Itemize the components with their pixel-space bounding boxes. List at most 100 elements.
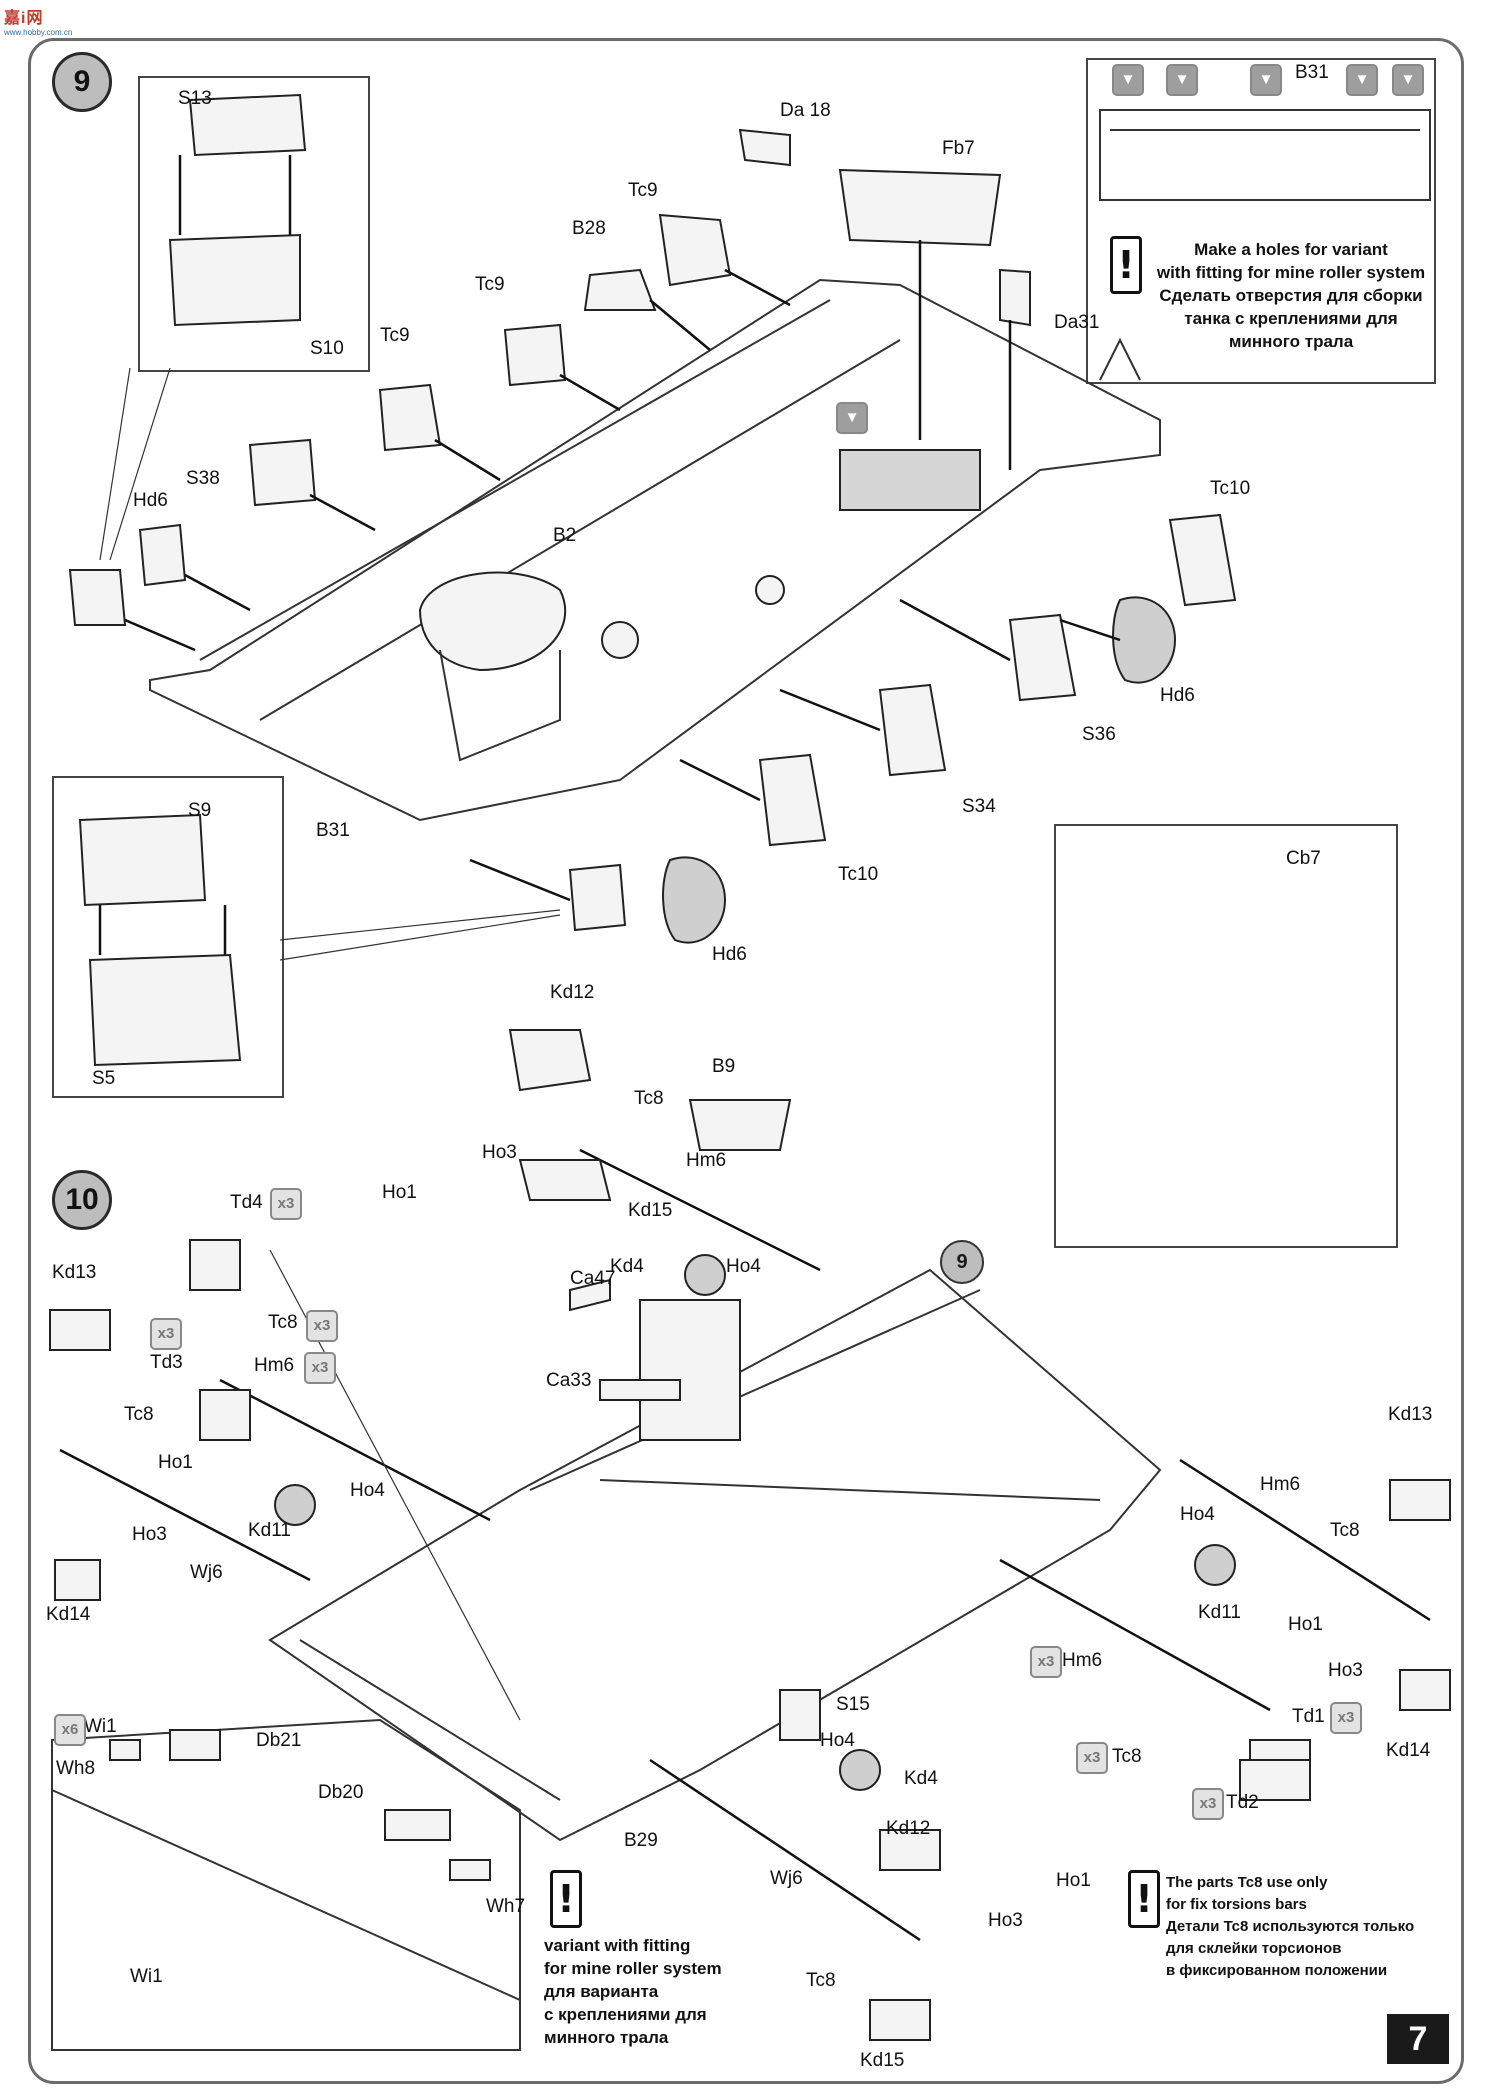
- label-kd4-1: Kd4: [610, 1256, 644, 1277]
- note-line: танка с креплениями для: [1184, 309, 1398, 328]
- exclamation-icon: !: [1110, 236, 1142, 294]
- label-db21: Db21: [256, 1730, 302, 1751]
- label-db20: Db20: [318, 1782, 364, 1803]
- label-b28: B28: [572, 218, 606, 239]
- label-kd14-1: Kd14: [46, 1604, 91, 1625]
- label-ho3-2: Ho3: [132, 1524, 167, 1545]
- label-s13: S13: [178, 88, 212, 109]
- hull-step10: [268, 1099, 1162, 1842]
- qty-badge-td3: x3: [150, 1318, 182, 1350]
- exclamation-icon: !: [550, 1870, 582, 1928]
- label-s15: S15: [836, 1694, 870, 1715]
- qty-badge-tc8-right: x3: [1076, 1742, 1108, 1774]
- drill-hole-icon: ▼: [1166, 64, 1198, 96]
- note-line: в фиксированном положении: [1166, 1962, 1388, 1979]
- label-ho3-4: Ho3: [988, 1910, 1023, 1931]
- label-tc10-2: Tc10: [838, 864, 879, 885]
- label-ho4-4: Ho4: [820, 1730, 855, 1751]
- label-tc8-3: Tc8: [124, 1404, 154, 1425]
- note-line: for mine roller system: [544, 1959, 722, 1978]
- label-hm6-4: Hm6: [1062, 1650, 1103, 1671]
- label-td3: Td3: [150, 1352, 183, 1373]
- label-ho1-4: Ho1: [1056, 1870, 1091, 1891]
- label-kd14-2: Kd14: [1386, 1740, 1431, 1761]
- qty-badge-td4: x3: [270, 1188, 302, 1220]
- label-da18: Da 18: [780, 100, 831, 121]
- label-tc10-1: Tc10: [1210, 478, 1251, 499]
- label-tc8-2: Tc8: [268, 1312, 298, 1333]
- arrows-step9: [98, 155, 1121, 961]
- label-ca47: Ca47: [570, 1268, 616, 1289]
- qty-badge-td1: x3: [1330, 1702, 1362, 1734]
- label-kd15-1: Kd15: [628, 1200, 673, 1221]
- label-da31: Da31: [1054, 312, 1100, 333]
- label-ho1-3: Ho1: [1288, 1614, 1323, 1635]
- qty-badge-hm6-left: x3: [304, 1352, 336, 1384]
- drill-hole-icon: ▼: [836, 402, 868, 434]
- label-kd13-1: Kd13: [52, 1262, 97, 1283]
- note-variant-mine-roller: variant with fitting for mine roller sys…: [544, 1934, 722, 2049]
- label-hd6-3: Hd6: [712, 944, 747, 965]
- drill-hole-icon: ▼: [1392, 64, 1424, 96]
- note-line: с креплениями для: [544, 2005, 707, 2024]
- label-td2: Td2: [1226, 1792, 1259, 1813]
- hull-step9: [149, 278, 1161, 822]
- note-line: variant with fitting: [544, 1936, 691, 1955]
- note-tc8-torsion-bars: The parts Tc8 use only for fix torsions …: [1166, 1872, 1414, 1982]
- label-ho4-1: Ho4: [726, 1256, 761, 1277]
- exclamation-icon: !: [1128, 1870, 1160, 1928]
- label-tc9-3: Tc9: [380, 325, 410, 346]
- label-kd15-2: Kd15: [860, 2050, 905, 2071]
- label-ho3-3: Ho3: [1328, 1660, 1363, 1681]
- note-line: для варианта: [544, 1982, 659, 2001]
- note-line: with fitting for mine roller system: [1156, 263, 1426, 282]
- label-b31: B31: [316, 820, 350, 841]
- note-line: Make a holes for variant: [1194, 240, 1388, 259]
- note-line: for fix torsions bars: [1166, 1896, 1307, 1913]
- label-kd11-2: Kd11: [1198, 1602, 1241, 1623]
- qty-badge-hm6-right: x3: [1030, 1646, 1062, 1678]
- page-frame: [28, 38, 1464, 2084]
- parts-step9: [68, 93, 1237, 1067]
- label-b31-inset: B31: [1295, 62, 1329, 83]
- logo-text: 嘉i网: [4, 10, 44, 27]
- note-mine-roller-holes: Make a holes for variant with fitting fo…: [1146, 238, 1436, 353]
- label-s36: S36: [1082, 724, 1116, 745]
- label-kd12-2: Kd12: [886, 1818, 931, 1839]
- label-ho4-3: Ho4: [1180, 1504, 1215, 1525]
- label-s9: S9: [188, 800, 212, 821]
- label-ca33: Ca33: [546, 1370, 592, 1391]
- label-kd12-1: Kd12: [550, 982, 595, 1003]
- label-hm6-1: Hm6: [686, 1150, 727, 1171]
- step-9-reference: 9: [940, 1240, 984, 1284]
- label-wi1-2: Wi1: [130, 1966, 163, 1987]
- label-hd6-1: Hd6: [133, 490, 168, 511]
- label-s5: S5: [92, 1068, 116, 1089]
- drill-hole-icon: ▼: [1250, 64, 1282, 96]
- label-td1: Td1: [1292, 1706, 1325, 1727]
- drill-hole-icon: ▼: [1112, 64, 1144, 96]
- note-line: Детали Tc8 используются только: [1166, 1918, 1415, 1935]
- label-tc9-2: Tc9: [475, 274, 505, 295]
- drill-hole-icon: ▼: [1346, 64, 1378, 96]
- note-line: для склейки торсионов: [1166, 1940, 1342, 1957]
- label-cb7: Cb7: [1286, 848, 1321, 869]
- inset-box-cb7-detail: [1054, 824, 1398, 1248]
- torsion-bars: [49, 1029, 1451, 2041]
- label-fb7: Fb7: [942, 138, 975, 159]
- label-wh7: Wh7: [486, 1896, 526, 1917]
- label-wi1-1: Wi1: [84, 1716, 117, 1737]
- note-line: The parts Tc8 use only: [1166, 1874, 1328, 1891]
- qty-badge-td2: x3: [1192, 1788, 1224, 1820]
- step-10-marker: 10: [52, 1170, 112, 1230]
- b31-inset-art: [1099, 109, 1431, 381]
- label-wj6-2: Wj6: [770, 1868, 803, 1889]
- label-hd6-2: Hd6: [1160, 685, 1195, 706]
- label-hm6-2: Hm6: [254, 1355, 295, 1376]
- label-ho1-2: Ho1: [158, 1452, 193, 1473]
- site-logo: 嘉i网 www.hobby.com.cn: [4, 4, 72, 37]
- label-td4: Td4: [230, 1192, 263, 1213]
- qty-badge-wi1: x6: [54, 1714, 86, 1746]
